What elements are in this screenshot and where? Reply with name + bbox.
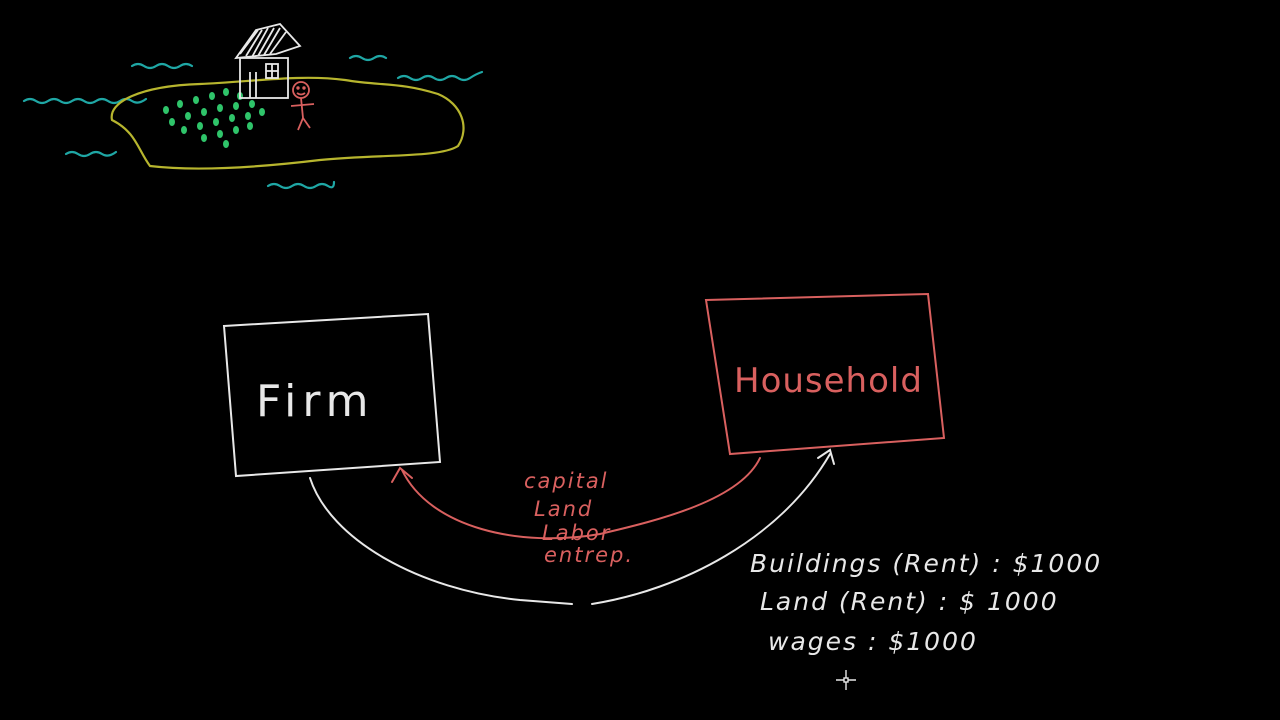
- factor-list: capital Land Labor entrep.: [524, 469, 634, 567]
- factor-land: Land: [534, 497, 593, 521]
- factor-flow-arrow: [391, 457, 761, 540]
- island-outline: [110, 76, 465, 170]
- payment-land: Land (Rent) : $ 1000: [760, 587, 1059, 616]
- stick-figure-icon: [290, 81, 315, 131]
- factor-labor: Labor: [542, 521, 611, 545]
- firm-label: Firm: [256, 376, 375, 427]
- payment-buildings: Buildings (Rent) : $1000: [750, 549, 1102, 578]
- crosshair-cursor-icon: [836, 670, 856, 690]
- payment-list: Buildings (Rent) : $1000 Land (Rent) : $…: [750, 549, 1102, 656]
- firm-box: Firm: [222, 312, 442, 478]
- house-icon: [234, 22, 302, 99]
- household-box: Household: [704, 292, 946, 456]
- household-label: Household: [734, 361, 923, 401]
- island-scene: [22, 22, 484, 190]
- crop-field: [163, 88, 265, 148]
- payment-flow-arrow: [309, 448, 835, 605]
- factor-entrepreneurship: entrep.: [544, 543, 634, 567]
- factor-capital: capital: [524, 469, 609, 493]
- water-waves: [22, 54, 484, 190]
- payment-wages: wages : $1000: [768, 627, 978, 656]
